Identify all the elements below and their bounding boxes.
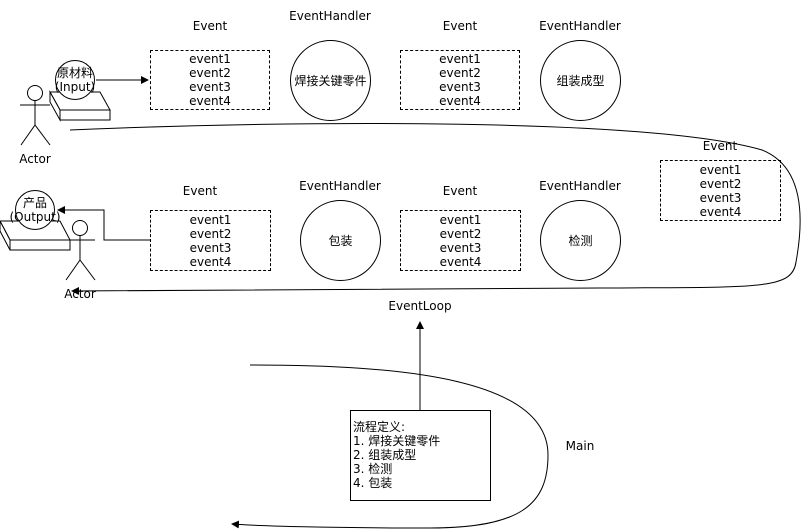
event-item: event3 — [189, 240, 232, 255]
flow-step: 1. 焊接关键零件 — [353, 434, 441, 448]
main-loop-curve — [231, 364, 549, 529]
output-actor-label: Actor — [64, 287, 96, 301]
main-label: Main — [565, 439, 595, 453]
event-item: event1 — [439, 52, 481, 66]
bottom-event-title-1: Event — [182, 184, 218, 198]
top-handler-title-2: EventHandler — [539, 19, 621, 33]
flow-heading: 流程定义: — [353, 420, 406, 434]
loop-curve-top-to-bottom — [69, 123, 801, 295]
bottom-event-queue-2[interactable]: event1 event2 event3 event4 — [400, 210, 521, 271]
output-actor-figure — [65, 220, 96, 281]
event-item: event1 — [439, 212, 482, 227]
event-item: event3 — [189, 80, 231, 94]
flow-definition-box[interactable]: 流程定义: 1. 焊接关键零件 2. 组装成型 3. 检测 4. 包装 — [350, 410, 491, 501]
inspection-handler-node[interactable]: 检测 — [540, 200, 621, 281]
input-node[interactable]: 原材料 (Input) — [55, 60, 95, 100]
output-sublabel: (Output) — [9, 210, 61, 224]
output-node[interactable]: 产品 (Output) — [9, 190, 61, 230]
packaging-handler-node[interactable]: 包装 — [300, 200, 381, 281]
event-item: event1 — [699, 162, 742, 177]
flow-step: 4. 包装 — [353, 476, 393, 490]
bottom-event-title-2: Event — [442, 184, 478, 198]
input-sublabel: (Input) — [54, 80, 96, 94]
event-item: event4 — [439, 254, 482, 269]
top-handler-title-1: EventHandler — [289, 9, 371, 23]
event-item: event3 — [439, 80, 481, 94]
eventloop-label: EventLoop — [388, 299, 452, 313]
top-event-title-1: Event — [192, 19, 228, 33]
event-item: event1 — [189, 212, 232, 227]
event-to-output-arrow — [57, 206, 150, 241]
event-item: event2 — [439, 226, 482, 241]
welding-handler-node[interactable]: 焊接关键零件 — [290, 40, 371, 121]
top-event-title-2: Event — [442, 19, 478, 33]
event-item: event4 — [189, 94, 231, 108]
handler-label: 焊接关键零件 — [294, 73, 367, 88]
event-item: event1 — [189, 52, 231, 66]
right-event-queue[interactable]: event1 event2 event3 event4 — [660, 160, 781, 221]
bottom-handler-title-1: EventHandler — [299, 179, 381, 193]
handler-label: 包装 — [328, 233, 353, 248]
assembly-handler-node[interactable]: 组装成型 — [540, 40, 621, 121]
right-event-title: Event — [702, 139, 738, 153]
event-item: event2 — [189, 66, 231, 80]
handler-label: 检测 — [568, 233, 593, 248]
event-item: event4 — [189, 254, 232, 269]
bottom-event-queue-1[interactable]: event1 event2 event3 event4 — [150, 210, 271, 271]
handler-label: 组装成型 — [556, 73, 605, 88]
flow-step: 3. 检测 — [353, 462, 393, 476]
input-actor-figure — [20, 85, 51, 146]
output-conveyor — [0, 220, 71, 251]
event-item: event4 — [699, 204, 742, 219]
bottom-handler-title-2: EventHandler — [539, 179, 621, 193]
event-item: event3 — [439, 240, 482, 255]
input-actor-label: Actor — [19, 152, 51, 166]
top-event-queue-1[interactable]: event1 event2 event3 event4 — [150, 50, 270, 110]
output-label: 产品 — [22, 196, 47, 210]
top-event-queue-2[interactable]: event1 event2 event3 event4 — [400, 50, 520, 110]
event-item: event2 — [189, 226, 232, 241]
event-item: event2 — [699, 176, 742, 191]
event-item: event4 — [439, 94, 481, 108]
input-label: 原材料 — [56, 66, 93, 80]
event-item: event3 — [699, 190, 742, 205]
flow-step: 2. 组装成型 — [353, 448, 417, 462]
event-item: event2 — [439, 66, 481, 80]
